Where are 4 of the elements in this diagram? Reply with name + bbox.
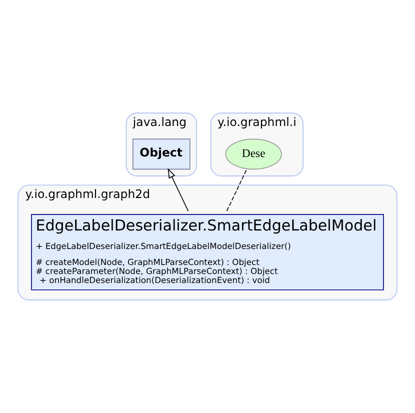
connector	[226, 168, 248, 212]
arrow	[168, 168, 189, 212]
node-box: Object	[132, 138, 190, 170]
node-ellipse: Dese	[225, 138, 282, 170]
